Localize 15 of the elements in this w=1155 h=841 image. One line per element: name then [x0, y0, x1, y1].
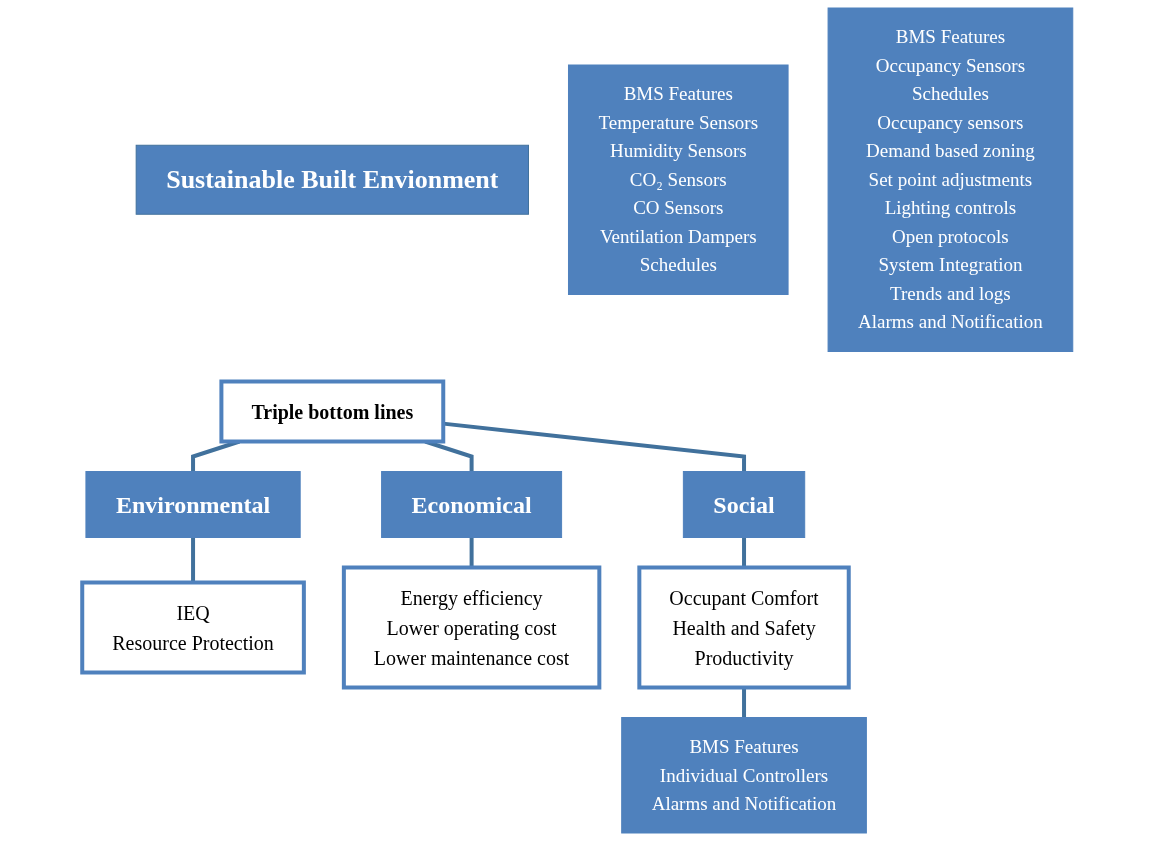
node-box: Occupant Comfort Health and Safety Productivity [637, 565, 851, 690]
node-box: IEQ Resource Protection [80, 580, 306, 675]
node-box: Environmental [85, 471, 301, 538]
node-box: Energy efficiency Lower operating cost Lower maintenance cost [341, 565, 602, 690]
connector [191, 537, 196, 583]
node-box: Social [682, 471, 806, 538]
node-box: BMS Features Occupancy Sensors Schedules Occupancy sensors Demand based zoning Set point adjustments Lighting controls Open protocols System Integration Trends and logs Alarms and Notification [827, 7, 1074, 352]
node-box: Triple bottom lines [219, 379, 446, 444]
node-box: Economical [381, 471, 563, 538]
connector [469, 537, 474, 568]
node-box: BMS Features Individual Controllers Alarms and Notification [621, 717, 867, 834]
node-box: Sustainable Built Envionment [135, 144, 529, 215]
connector [742, 687, 747, 718]
connector [742, 537, 747, 568]
node-box: BMS Features Temperature Sensors Humidity Sensors CO₂ Sensors CO Sensors Ventilation Dampers Schedules [568, 64, 789, 295]
